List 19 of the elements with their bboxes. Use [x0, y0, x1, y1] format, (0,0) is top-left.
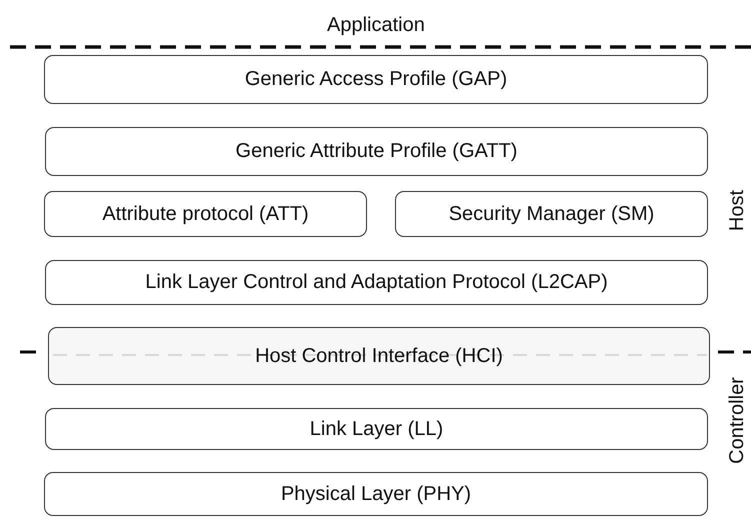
layer-label: Link Layer Control and Adaptation Protocol (L2CAP)	[145, 271, 608, 294]
layer-box	[45, 260, 708, 305]
layer-label: Link Layer (LL)	[310, 418, 444, 440]
side-label: Controller	[725, 376, 748, 464]
layer-box	[44, 55, 708, 104]
layer-label: Attribute protocol (ATT)	[102, 202, 309, 226]
layer-box	[44, 472, 708, 516]
layer-box	[395, 191, 708, 237]
layer-label: Security Manager (SM)	[448, 202, 654, 226]
layer-label: Generic Attribute Profile (GATT)	[236, 140, 518, 163]
side-label: Host	[726, 189, 749, 231]
layer-label: Application	[327, 14, 425, 36]
layer-box	[48, 327, 710, 385]
layer-box	[44, 191, 367, 237]
layer-box	[45, 127, 708, 176]
layer-box	[45, 408, 708, 450]
layer-label: Generic Access Profile (GAP)	[244, 68, 508, 91]
layer-label: Host Control Interface (HCI)	[255, 344, 503, 368]
layer-label: Physical Layer (PHY)	[280, 482, 472, 506]
